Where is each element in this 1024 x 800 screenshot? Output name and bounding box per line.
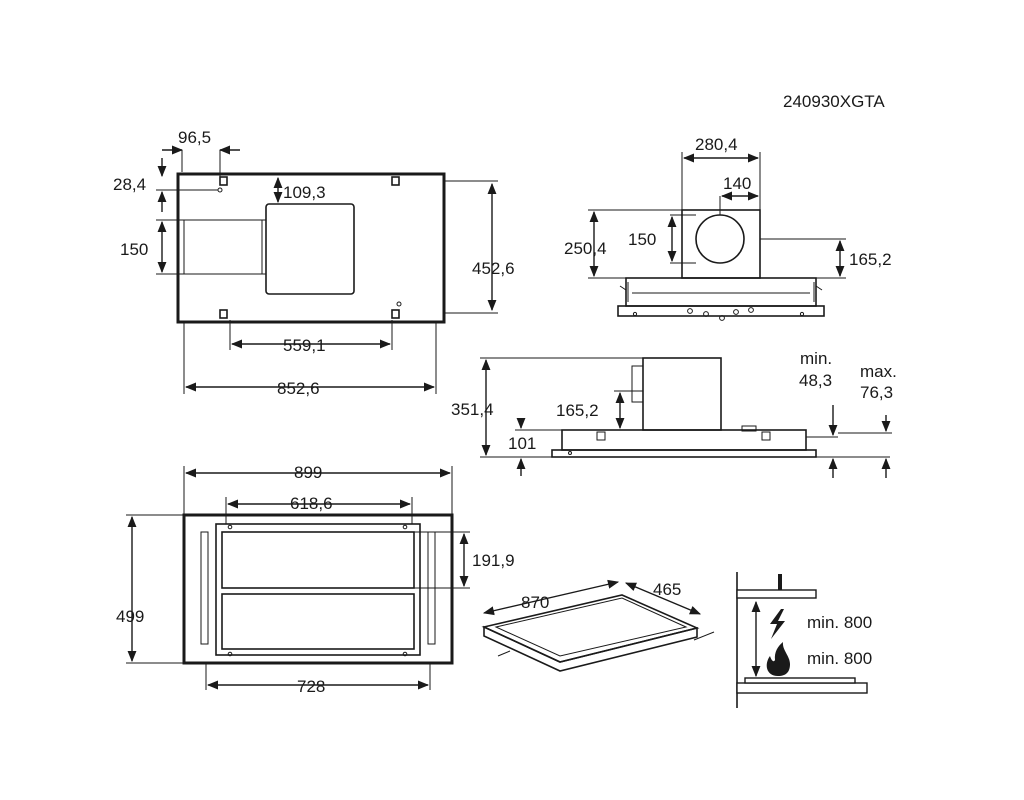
max-label: max. (860, 362, 897, 381)
lightning-icon (770, 609, 785, 639)
dim-852-6: 852,6 (277, 379, 320, 398)
bottom-view: 899 618,6 191,9 499 728 (116, 463, 515, 696)
dim-96-5: 96,5 (178, 128, 211, 147)
flame-icon (766, 642, 790, 676)
dim-165-2-front: 165,2 (849, 250, 892, 269)
dim-452-6: 452,6 (472, 259, 515, 278)
dim-465: 465 (653, 580, 681, 599)
dim-899: 899 (294, 463, 322, 482)
dim-728: 728 (297, 677, 325, 696)
min-value: 48,3 (799, 371, 832, 390)
dim-191-9: 191,9 (472, 551, 515, 570)
dim-499: 499 (116, 607, 144, 626)
dim-150-top: 150 (120, 240, 148, 259)
front-view: 280,4 140 250,4 150 165,2 (564, 135, 892, 321)
dim-280-4: 280,4 (695, 135, 738, 154)
dim-618-6: 618,6 (290, 494, 333, 513)
dim-250-4: 250,4 (564, 239, 607, 258)
min-label: min. (800, 349, 832, 368)
top-view: 96,5 28,4 109,3 150 452,6 559,1 852,6 (113, 128, 515, 398)
clearance-gas-label: min. 800 (807, 649, 872, 668)
perspective-view: 870 465 (481, 579, 715, 672)
clearance-diagram: min. 800 min. 800 (736, 572, 872, 708)
dim-870: 870 (521, 593, 549, 612)
side-view: 351,4 165,2 101 min. 48,3 max. 76,3 (451, 349, 897, 478)
dim-28-4: 28,4 (113, 175, 146, 194)
dim-165-2-side: 165,2 (556, 401, 599, 420)
dim-101: 101 (508, 434, 536, 453)
dim-351-4: 351,4 (451, 400, 494, 419)
dim-559-1: 559,1 (283, 336, 326, 355)
dim-150-front: 150 (628, 230, 656, 249)
max-value: 76,3 (860, 383, 893, 402)
dim-109-3: 109,3 (283, 183, 326, 202)
clearance-electric-label: min. 800 (807, 613, 872, 632)
dim-140: 140 (723, 174, 751, 193)
model-code: 240930XGTA (783, 92, 885, 111)
